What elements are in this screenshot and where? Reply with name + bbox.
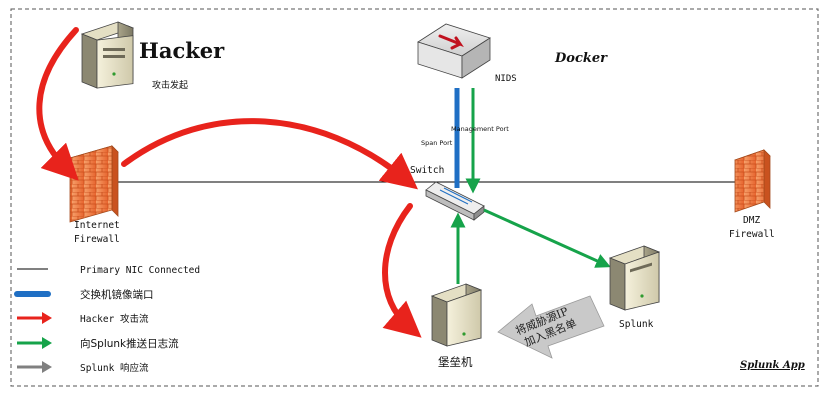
legend: Primary NIC Connected 交换机镜像端口 Hacker 攻击流… — [14, 265, 200, 374]
docker-zone-label: Docker — [554, 51, 608, 66]
legend-label-span-port: 交换机镜像端口 — [80, 288, 154, 301]
attack-flow-switch-to-bastion — [382, 203, 422, 338]
hacker-server-icon — [80, 21, 135, 89]
legend-label-log-push: 向Splunk推送日志流 — [80, 337, 179, 350]
dmz-firewall-icon — [734, 149, 771, 213]
internet-firewall-label-1: Internet — [74, 220, 120, 231]
log-push-to-splunk-arrow — [483, 208, 611, 268]
nids-router-icon — [417, 23, 491, 79]
splunk-response-arrow — [497, 295, 605, 359]
switch-label: Switch — [410, 165, 444, 176]
internet-firewall-label-2: Firewall — [74, 234, 120, 245]
dmz-firewall-label-1: DMZ — [743, 215, 760, 226]
splunk-server-icon — [608, 245, 661, 311]
attack-flow-firewall-to-switch — [121, 118, 418, 190]
splunk-app-label: Splunk App — [740, 360, 805, 371]
diagram-frame — [10, 8, 819, 387]
legend-label-primary-nic: Primary NIC Connected — [80, 265, 200, 276]
splunk-label: Splunk — [619, 319, 654, 330]
legend-label-response-flow: Splunk 响应流 — [80, 362, 149, 374]
nids-label: NIDS — [495, 74, 517, 84]
legend-label-attack-flow: Hacker 攻击流 — [80, 313, 149, 325]
management-port-label: Management Port — [451, 125, 509, 133]
internet-firewall-icon — [69, 145, 119, 223]
hacker-label: Hacker — [139, 38, 225, 63]
attack-flow-hacker-to-firewall — [36, 27, 79, 181]
span-port-label: Span Port — [421, 139, 453, 147]
bastion-label: 堡垒机 — [438, 355, 473, 369]
bastion-server-icon — [430, 283, 483, 347]
dmz-firewall-label-2: Firewall — [729, 229, 775, 240]
hacker-sublabel: 攻击发起 — [152, 79, 188, 91]
